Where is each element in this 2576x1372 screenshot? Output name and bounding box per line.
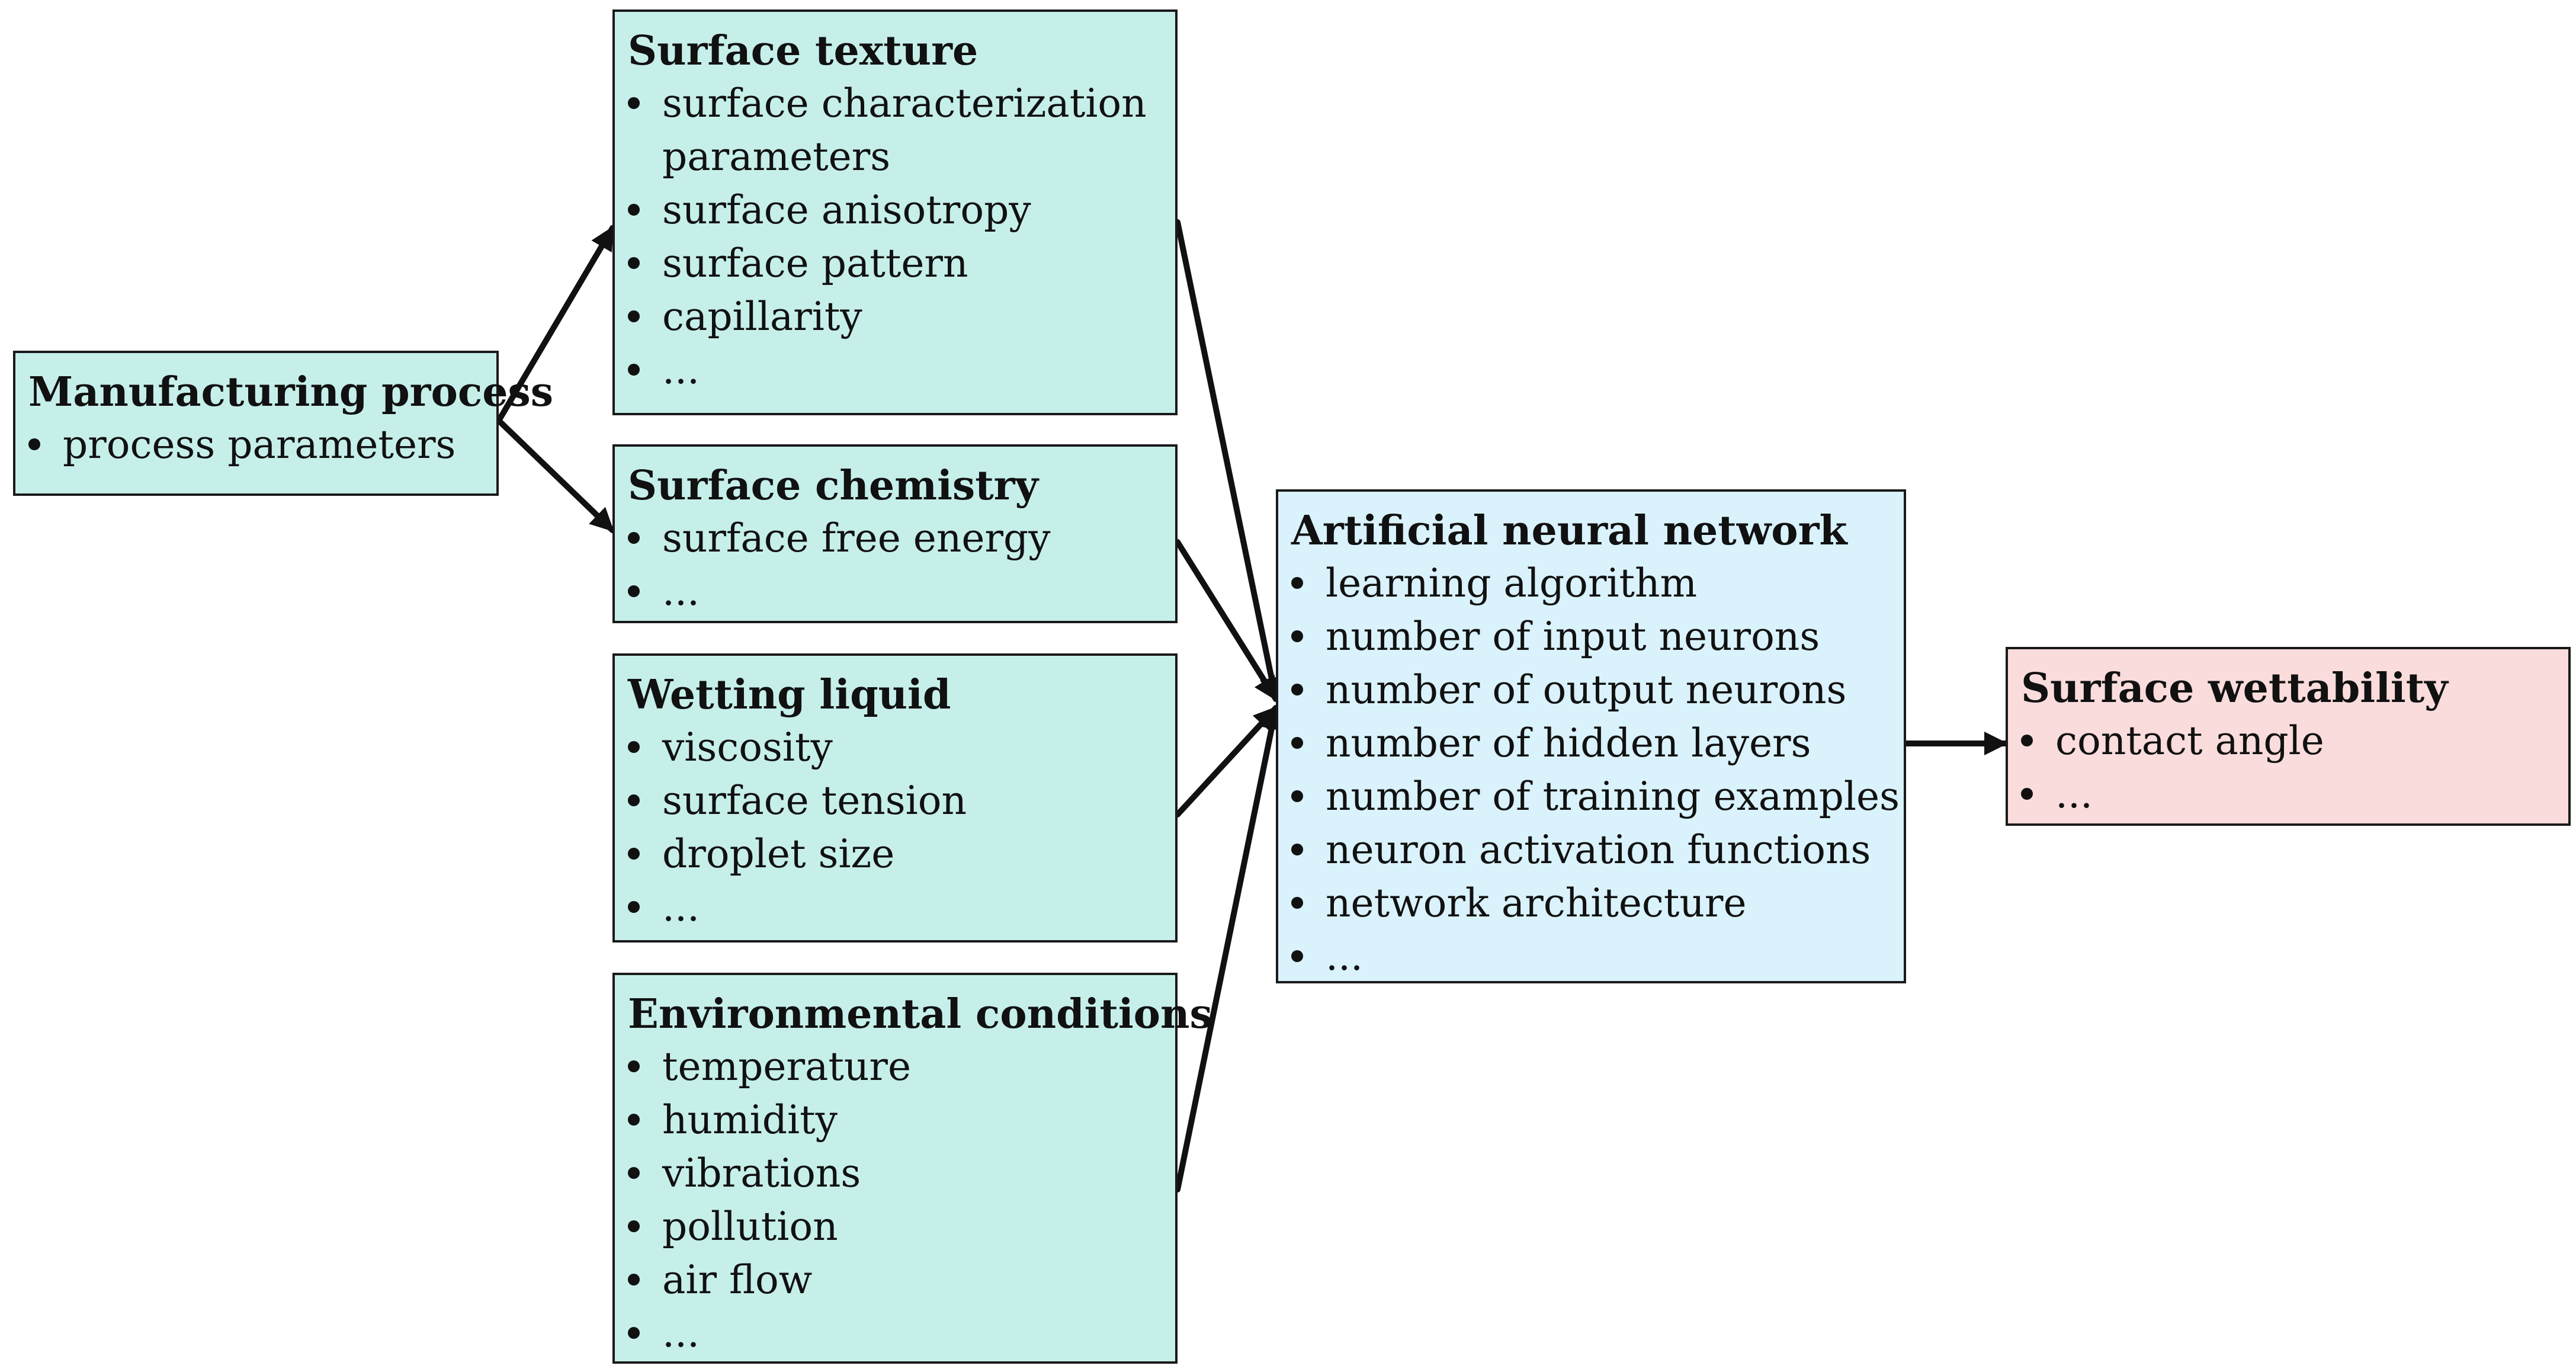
list-item: temperature	[628, 1040, 1175, 1094]
list-item: number of output neurons	[1291, 663, 1904, 717]
artificial-neural-network-title: Artificial neural network	[1291, 507, 1847, 554]
bullet-icon	[628, 1274, 640, 1286]
bullet-icon	[628, 1060, 640, 1072]
wetting-liquid-list: viscosity surface tension droplet size .…	[628, 721, 1175, 934]
bullet-icon	[628, 1167, 640, 1179]
list-item: number of input neurons	[1291, 610, 1904, 663]
list-item: pollution	[628, 1200, 1175, 1254]
wetting-liquid-title: Wetting liquid	[628, 671, 951, 719]
list-item: process parameters	[28, 418, 496, 472]
bullet-icon	[628, 741, 640, 753]
list-item: ...	[628, 1307, 1175, 1360]
list-item: droplet size	[628, 828, 1175, 881]
bullet-icon	[28, 438, 40, 450]
manufacturing-process-box: Manufacturing process process parameters	[13, 351, 554, 496]
bullet-icon	[1291, 684, 1303, 695]
bullet-icon	[1291, 844, 1303, 855]
bullet-icon	[1291, 577, 1303, 589]
bullet-icon	[628, 532, 640, 544]
bullet-icon	[1291, 737, 1303, 749]
bullet-icon	[1291, 897, 1303, 909]
surface-texture-box: Surface texture surface characterization…	[612, 9, 1178, 415]
surface-wettability-title: Surface wettability	[2021, 665, 2448, 712]
surface-chemistry-title: Surface chemistry	[628, 462, 1038, 509]
list-item: surface pattern	[628, 237, 1175, 290]
list-item: network architecture	[1291, 877, 1904, 930]
bullet-icon	[628, 364, 640, 376]
list-item: ...	[2021, 768, 2568, 821]
surface-texture-title: Surface texture	[628, 27, 979, 75]
environmental-conditions-title: Environmental conditions	[628, 990, 1212, 1038]
bullet-icon	[1291, 950, 1303, 962]
environmental-conditions-box: Environmental conditions temperature hum…	[612, 973, 1212, 1364]
bullet-icon	[628, 1327, 640, 1339]
list-item: surface anisotropy	[628, 184, 1175, 237]
bullet-icon	[628, 848, 640, 860]
surface-chemistry-list: surface free energy ...	[628, 512, 1175, 618]
list-item: ...	[628, 344, 1175, 397]
artificial-neural-network-box: Artificial neural network learning algor…	[1276, 489, 1906, 983]
bullet-icon	[628, 204, 640, 216]
arrow-environment-to-ann	[1175, 705, 1284, 1193]
list-item: humidity	[628, 1094, 1175, 1147]
list-item: neuron activation functions	[1291, 823, 1904, 877]
arrow-manufacturing-to-texture	[496, 225, 615, 424]
bullet-icon	[1291, 630, 1303, 642]
bullet-icon	[628, 310, 640, 322]
list-item: viscosity	[628, 721, 1175, 774]
manufacturing-process-title: Manufacturing process	[28, 368, 554, 416]
wetting-liquid-box: Wetting liquid viscosity surface tension…	[612, 653, 1178, 943]
list-item: surface tension	[628, 774, 1175, 828]
list-item: surface free energy	[628, 512, 1175, 565]
bullet-icon	[628, 97, 640, 109]
bullet-icon	[628, 1220, 640, 1232]
arrow-chemistry-to-ann	[1175, 539, 1279, 702]
bullet-icon	[628, 1114, 640, 1126]
list-item: number of training examples	[1291, 770, 1904, 823]
bullet-icon	[628, 901, 640, 913]
list-item: ...	[628, 565, 1175, 618]
surface-chemistry-box: Surface chemistry surface free energy ..…	[612, 444, 1178, 623]
list-item: capillarity	[628, 290, 1175, 344]
list-item: ...	[628, 881, 1175, 934]
bullet-icon	[2021, 788, 2033, 800]
list-item: vibrations	[628, 1147, 1175, 1200]
list-item: ...	[1291, 930, 1904, 983]
arrow-texture-to-ann	[1175, 219, 1284, 702]
bullet-icon	[1291, 790, 1303, 802]
surface-texture-list: surface characterization parameters surf…	[628, 77, 1175, 397]
list-item: air flow	[628, 1254, 1175, 1307]
artificial-neural-network-list: learning algorithm number of input neuro…	[1291, 557, 1904, 983]
bullet-icon	[2021, 735, 2033, 746]
surface-wettability-box: Surface wettability contact angle ...	[2006, 647, 2571, 826]
bullet-icon	[628, 794, 640, 806]
bullet-icon	[628, 257, 640, 269]
list-item: number of hidden layers	[1291, 717, 1904, 770]
arrow-manufacturing-to-chemistry	[496, 418, 615, 533]
environmental-conditions-list: temperature humidity vibrations pollutio…	[628, 1040, 1175, 1360]
bullet-icon	[628, 585, 640, 597]
surface-wettability-list: contact angle ...	[2021, 714, 2568, 821]
list-item: contact angle	[2021, 714, 2568, 768]
list-item: surface characterization parameters	[628, 77, 1148, 184]
arrow-liquid-to-ann	[1175, 705, 1279, 818]
manufacturing-process-list: process parameters	[28, 418, 496, 472]
list-item: learning algorithm	[1291, 557, 1904, 610]
